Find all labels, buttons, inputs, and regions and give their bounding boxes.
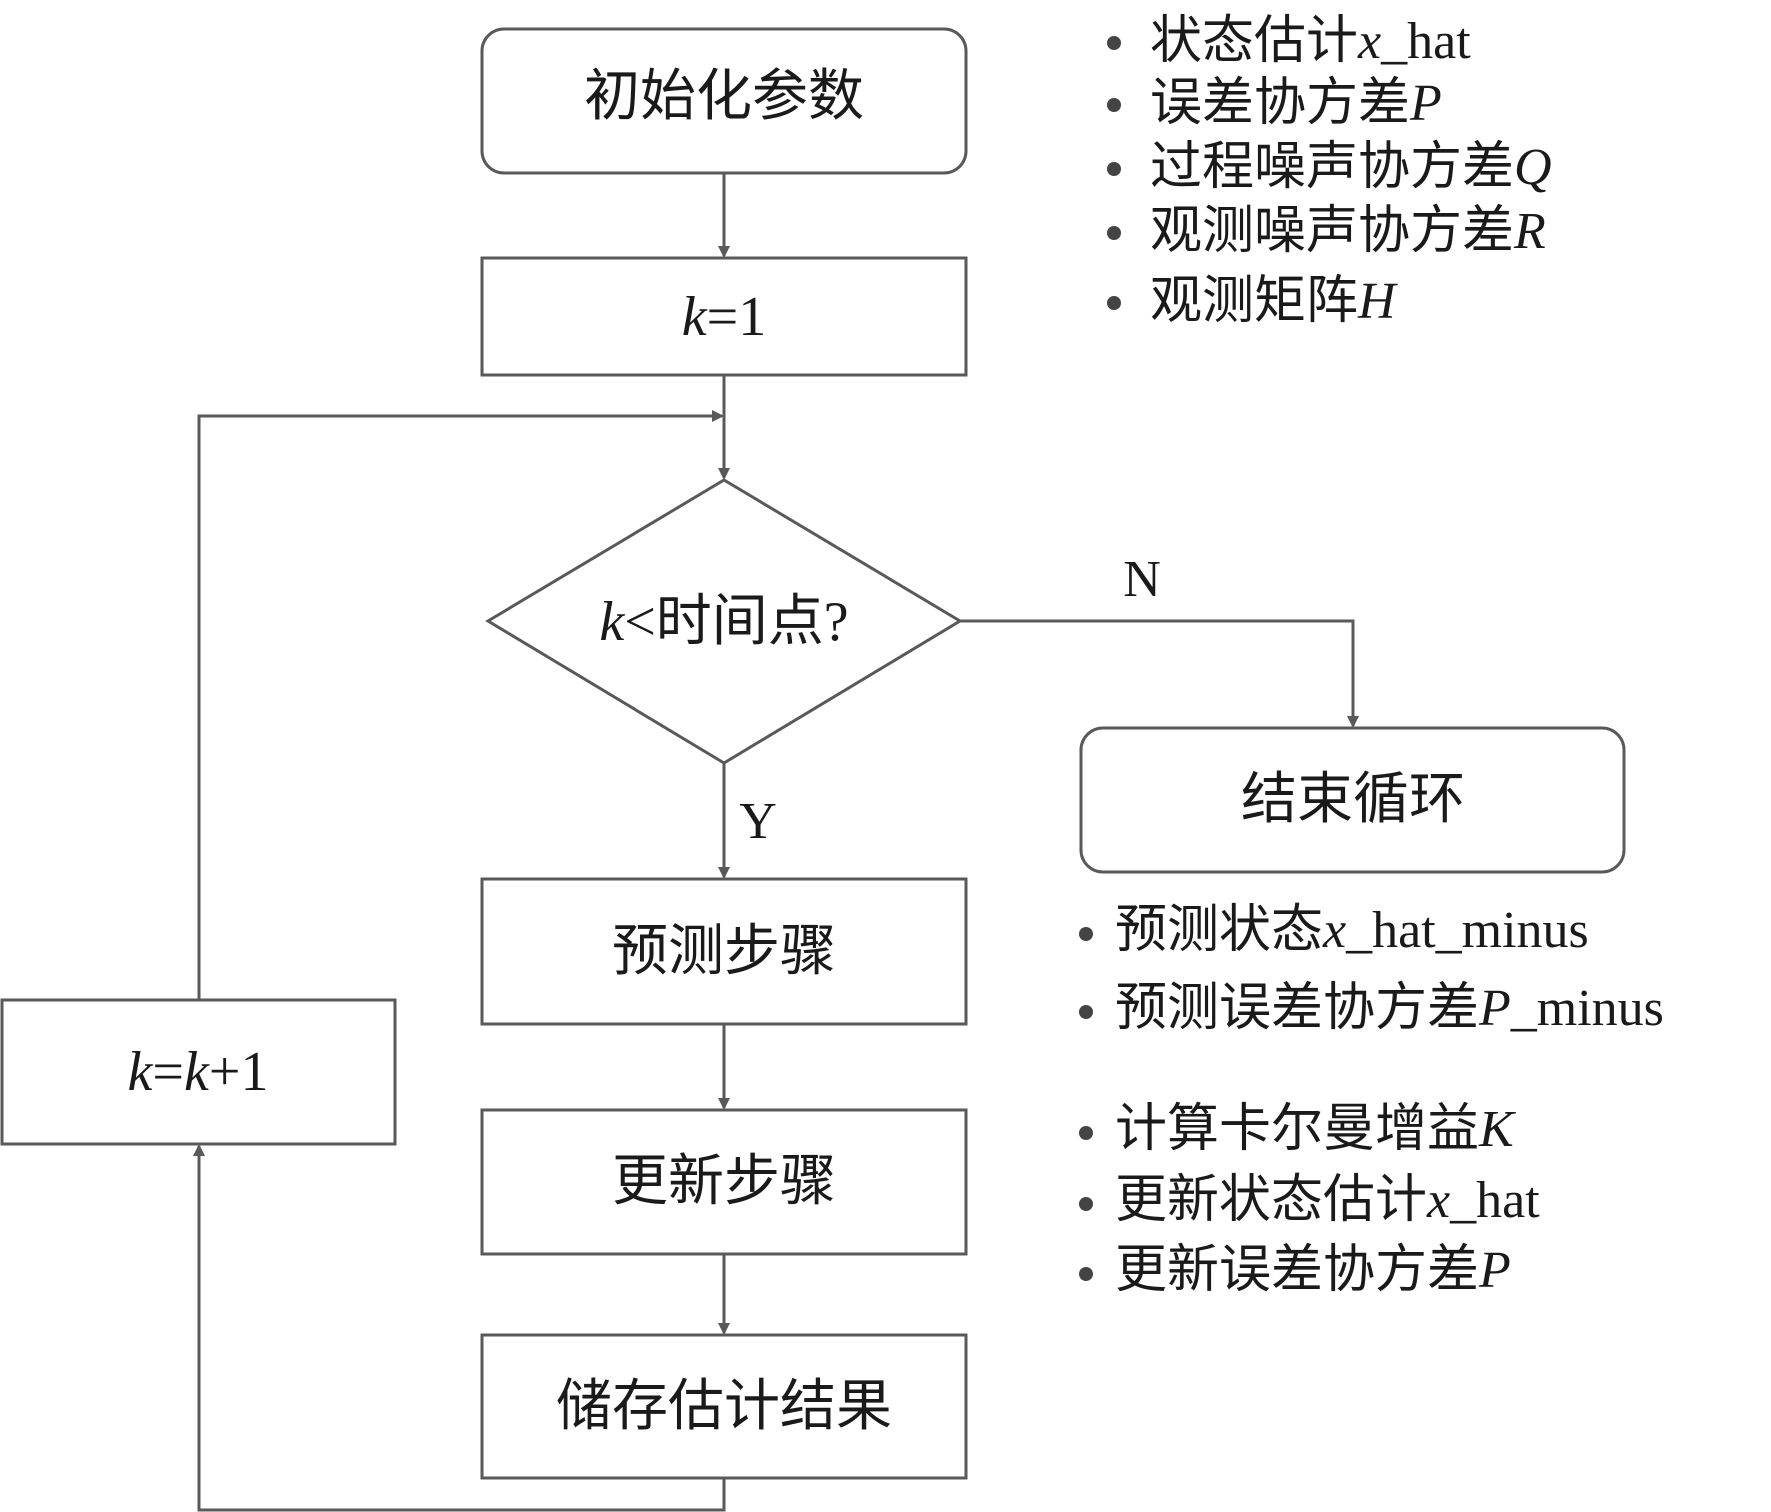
bullet-icon	[1107, 162, 1121, 176]
edge-label-no: N	[1123, 551, 1161, 608]
init-label: 初始化参数	[584, 66, 864, 128]
list-item: 过程噪声协方差Q	[1107, 142, 1552, 206]
update-step-list: 计算卡尔曼增益K 更新状态估计x_hat 更新误差协方差P	[1079, 1104, 1540, 1309]
edge-label-yes: Y	[739, 793, 777, 850]
decision-label: k<时间点?	[599, 591, 848, 653]
bullet-icon	[1107, 36, 1121, 50]
init-params-list: 状态估计x_hat 误差协方差P 过程噪声协方差Q 观测噪声协方差R 观测矩阵H	[1107, 16, 1552, 340]
bullet-icon	[1079, 1197, 1093, 1211]
predict-label: 预测步骤	[612, 921, 836, 983]
list-item: 误差协方差P	[1107, 78, 1552, 142]
edge-increment-to-decision	[197, 410, 724, 1000]
list-item: 预测误差协方差P_minus	[1079, 983, 1664, 1047]
list-item: 观测矩阵H	[1107, 276, 1552, 340]
increment-label: k=k+1	[128, 1041, 269, 1103]
bullet-icon	[1107, 98, 1121, 112]
list-item: 计算卡尔曼增益K	[1079, 1104, 1540, 1175]
edge-decision-to-end	[960, 619, 1359, 728]
bullet-icon	[1107, 296, 1121, 310]
bullet-icon	[1107, 226, 1121, 240]
k-init-label: k=1	[682, 286, 766, 348]
update-label: 更新步骤	[612, 1151, 836, 1213]
bullet-icon	[1079, 1267, 1093, 1281]
list-item: 状态估计x_hat	[1107, 16, 1552, 78]
list-item: 更新误差协方差P	[1079, 1245, 1540, 1309]
end-loop-label: 结束循环	[1241, 769, 1465, 831]
bullet-icon	[1079, 1005, 1093, 1019]
bullet-icon	[1079, 1126, 1093, 1140]
list-item: 预测状态x_hat_minus	[1079, 905, 1664, 983]
list-item: 观测噪声协方差R	[1107, 206, 1552, 276]
edge-store-to-increment	[193, 1144, 726, 1512]
list-item: 更新状态估计x_hat	[1079, 1175, 1540, 1245]
bullet-icon	[1079, 927, 1093, 941]
predict-step-list: 预测状态x_hat_minus 预测误差协方差P_minus	[1079, 905, 1664, 1047]
store-label: 储存估计结果	[556, 1376, 892, 1438]
end-loop-node	[1079, 726, 1626, 874]
